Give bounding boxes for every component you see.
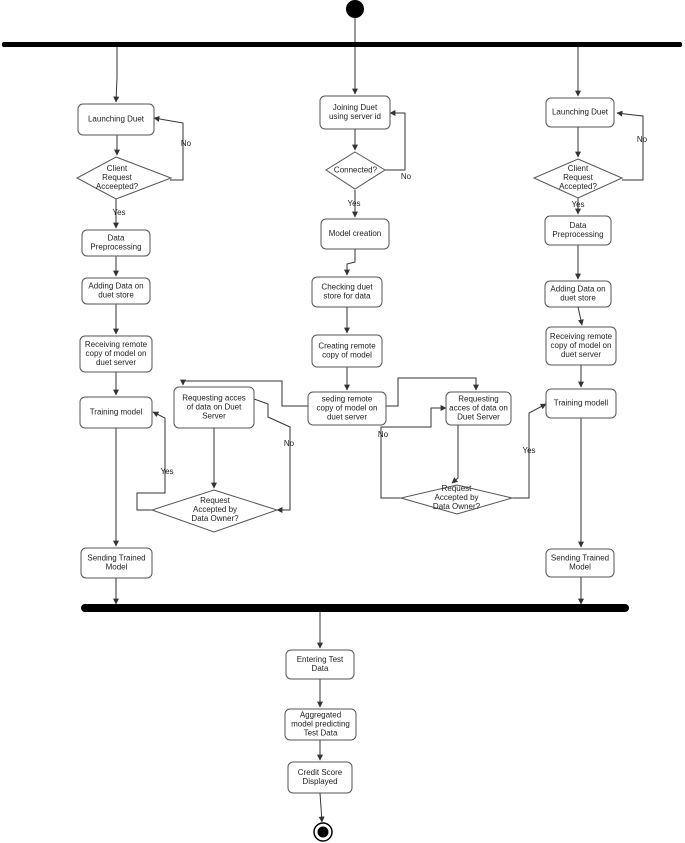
node-left-launch: Launching Duet: [77, 103, 155, 136]
right-yes-label: Yes: [571, 200, 584, 209]
svg-text:Launching Duet: Launching Duet: [552, 108, 609, 117]
left-request-yes-label: Yes: [160, 467, 173, 476]
left-no-label: No: [181, 139, 192, 148]
join-bar: [81, 604, 629, 612]
right-no-label: No: [637, 135, 648, 144]
right-request-no-label: No: [378, 430, 389, 439]
node-right-launch: Launching Duet: [545, 97, 615, 128]
svg-text:Model creation: Model creation: [329, 229, 381, 238]
node-left-training: Training model: [79, 396, 153, 429]
svg-text:Training model: Training model: [90, 408, 143, 417]
left-yes-label: Yes: [112, 208, 125, 217]
mid-no-label: No: [401, 172, 412, 181]
fork-bar: [2, 42, 682, 47]
mid-yes-label: Yes: [347, 199, 360, 208]
svg-text:Training modell: Training modell: [554, 399, 609, 408]
node-right-training: Training modell: [545, 388, 617, 419]
end-node: [313, 822, 333, 842]
svg-text:Launching Duet: Launching Duet: [88, 115, 145, 124]
start-node: [346, 0, 364, 18]
edges: [113, 18, 644, 823]
right-request-yes-label: Yes: [522, 446, 535, 455]
svg-text:Connected?: Connected?: [334, 166, 378, 175]
node-mid-model: Model creation: [320, 218, 390, 250]
left-request-no-label: No: [284, 439, 295, 448]
node-mid-connected: Connected?: [325, 151, 386, 190]
